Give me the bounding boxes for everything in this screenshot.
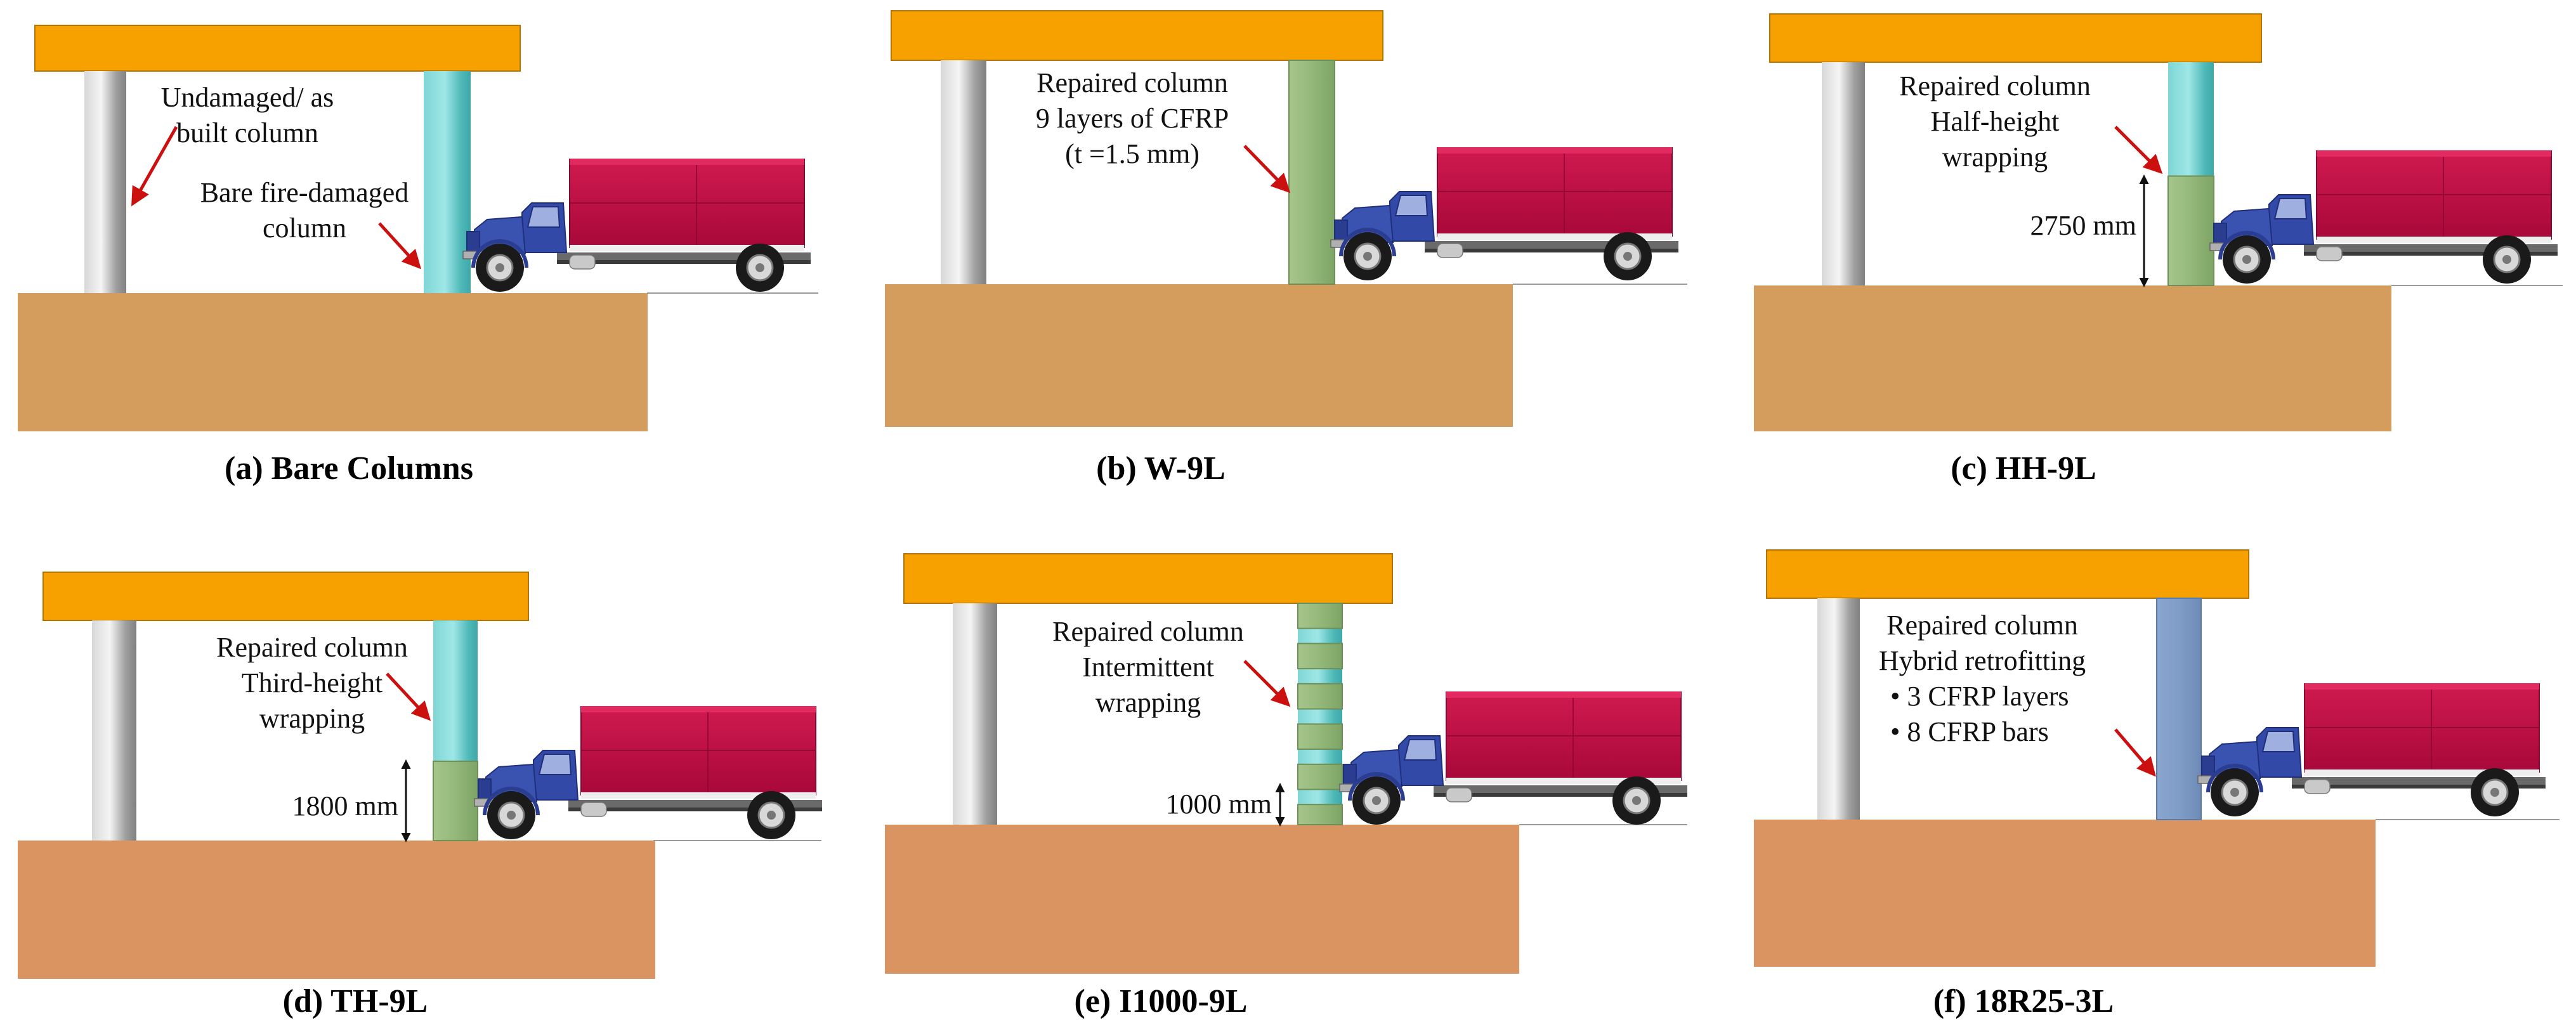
- as-built-column: [84, 71, 126, 293]
- deck-slab: [34, 25, 521, 72]
- hybrid-retrofit-column: [2156, 598, 2202, 820]
- deck-slab: [903, 553, 1393, 604]
- annotation-line: built column: [176, 117, 318, 148]
- as-built-column: [92, 620, 136, 841]
- annotation-damaged: Bare fire-damaged column: [200, 177, 422, 270]
- dimension-label: 2750 mm: [2030, 210, 2136, 241]
- truck: [463, 159, 811, 292]
- annotation-line: Bare fire-damaged: [200, 177, 409, 208]
- ground-block: [1754, 820, 2376, 967]
- annotation-line: • 8 CFRP bars: [1890, 716, 2049, 747]
- cfrp-wrap-segment: [1297, 683, 1343, 710]
- cfrp-wrap-segment: [1297, 603, 1343, 629]
- deck-slab: [42, 572, 529, 621]
- annotation-arrow: [386, 672, 431, 721]
- annotation-line: wrapping: [259, 703, 365, 734]
- annotation-line: Undamaged/ as: [161, 82, 334, 113]
- caption-f: (f) 18R25-3L: [1933, 983, 2114, 1019]
- caption-e: (e) I1000-9L: [1074, 983, 1248, 1019]
- caption-d: (d) TH-9L: [282, 983, 428, 1019]
- caption-a: (a) Bare Columns: [225, 450, 473, 487]
- annotation-line: Repaired column: [216, 632, 408, 663]
- annotation-line: Repaired column: [1052, 616, 1244, 647]
- dimension: 1000 mm: [1166, 783, 1285, 827]
- annotation-arrow: [1243, 660, 1291, 707]
- annotation-arrow: [131, 126, 178, 207]
- ground-block: [885, 825, 1519, 974]
- as-built-column: [953, 603, 997, 825]
- annotation-line: Intermittent: [1082, 651, 1214, 683]
- cfrp-wrap-segment: [2167, 175, 2214, 286]
- fire-damaged-column: [424, 71, 471, 293]
- fire-damaged-column: [433, 620, 478, 762]
- annotation-line: column: [263, 213, 346, 244]
- annotation-line: Half-height: [1931, 106, 2060, 137]
- cfrp-wrapped-column: [1288, 60, 1335, 285]
- cfrp-wrap-segment: [1297, 763, 1343, 790]
- annotation-arrow: [378, 222, 422, 270]
- dimension-label: 1800 mm: [292, 790, 398, 821]
- ground-block: [1754, 285, 2391, 431]
- annotation-line: Hybrid retrofitting: [1879, 645, 2086, 676]
- panel-b: Repaired column 9 layers of CFRP (t =1.5 m…: [885, 10, 1687, 427]
- dimension-label: 1000 mm: [1166, 789, 1272, 820]
- annotation-line: 9 layers of CFRP: [1036, 103, 1229, 134]
- cfrp-wrap-segment: [433, 761, 478, 841]
- truck: [1331, 147, 1678, 280]
- deck-slab: [1769, 13, 2262, 63]
- cfrp-wrap-segment: [1297, 804, 1343, 825]
- annotation-repaired: Repaired column 9 layers of CFRP (t =1.5 m…: [1036, 67, 1291, 193]
- fire-damaged-column: [2168, 62, 2214, 176]
- dimension: 1800 mm: [292, 759, 411, 842]
- ground-block: [885, 284, 1513, 427]
- annotation-line: • 3 CFRP layers: [1890, 681, 2069, 712]
- truck: [474, 706, 822, 839]
- deck-slab: [1766, 549, 2249, 599]
- annotation-line: wrapping: [1942, 141, 2048, 173]
- annotation-undamaged: Undamaged/ as built column: [131, 82, 334, 207]
- cfrp-wrap-segment: [1297, 643, 1343, 670]
- annotation-line: (t =1.5 mm): [1065, 138, 1200, 169]
- truck: [1340, 691, 1687, 825]
- annotation-arrow: [1243, 145, 1291, 193]
- as-built-column: [941, 60, 986, 284]
- truck: [2198, 683, 2546, 816]
- fire-damaged-column: [1298, 603, 1342, 825]
- caption-b: (b) W-9L: [1096, 450, 1226, 487]
- annotation-line: wrapping: [1095, 687, 1201, 718]
- deck-slab: [891, 10, 1383, 61]
- annotation-line: Repaired column: [1886, 610, 2078, 641]
- annotation-line: Third-height: [242, 667, 382, 698]
- ground-block: [18, 293, 648, 431]
- as-built-column: [1817, 598, 1860, 820]
- annotation-line: Repaired column: [1036, 67, 1228, 98]
- as-built-column: [1822, 62, 1865, 285]
- ground-block: [18, 841, 655, 979]
- annotation-arrow: [2114, 126, 2163, 174]
- cfrp-wrap-segment: [1297, 723, 1343, 750]
- truck: [2210, 150, 2558, 284]
- annotation-line: Repaired column: [1899, 70, 2091, 101]
- caption-c: (c) HH-9L: [1951, 450, 2096, 487]
- annotation-arrow: [2114, 728, 2156, 777]
- dimension: 2750 mm: [2030, 174, 2149, 287]
